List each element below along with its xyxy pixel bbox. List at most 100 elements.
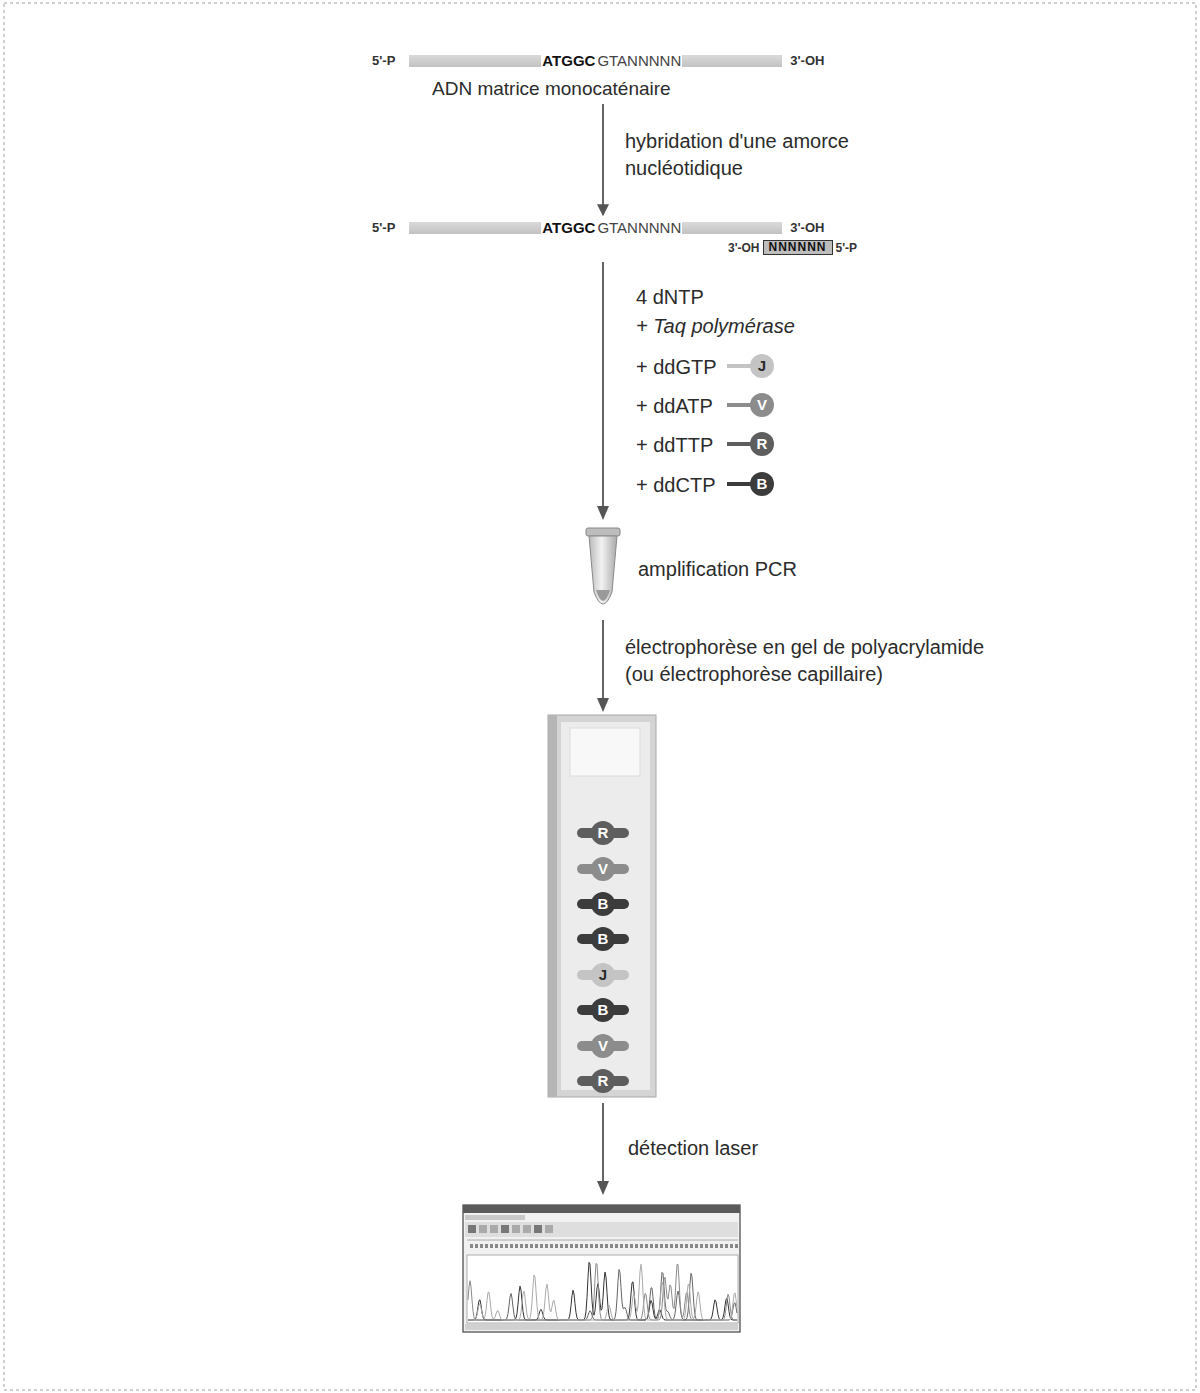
- flow-arrow: [602, 1103, 604, 1183]
- ruler: [467, 1240, 738, 1241]
- arrow-head: [597, 506, 609, 520]
- dye-letter: B: [598, 927, 609, 951]
- trace: [468, 1262, 737, 1320]
- tool-icon: [490, 1225, 498, 1233]
- base-mark: [635, 1244, 638, 1248]
- dna-band: ATGGCGTANNNNN: [409, 219, 782, 237]
- reagent-label: 4 dNTP: [636, 284, 704, 311]
- sequence: ATGGC: [541, 219, 596, 237]
- base-mark: [610, 1244, 613, 1248]
- tube-body: [589, 536, 617, 604]
- sequence: GTANNNNN: [596, 219, 682, 237]
- pcr-tube: [586, 528, 620, 604]
- step-label: hybridation d'une amorce nucléotidique: [625, 128, 855, 182]
- base-mark: [565, 1244, 568, 1248]
- tool-icon: [501, 1225, 509, 1233]
- base-mark: [505, 1244, 508, 1248]
- gel-band: B: [577, 892, 629, 916]
- dye-stem: [727, 482, 752, 486]
- tool-bar: [465, 1222, 738, 1237]
- base-mark: [650, 1244, 653, 1248]
- step-label: électrophorèse en gel de polyacrylamide …: [625, 634, 991, 688]
- band-dye: R: [591, 1069, 615, 1093]
- dye-circle: J: [750, 354, 774, 378]
- base-mark: [655, 1244, 658, 1248]
- strand-end: 3'-OH: [790, 219, 824, 237]
- base-mark: [680, 1244, 683, 1248]
- gel-band: R: [577, 1069, 629, 1093]
- reagent-label: + ddCTP: [636, 472, 715, 499]
- base-mark: [675, 1244, 678, 1248]
- primer-sequence: NNNNNN: [763, 240, 833, 255]
- base-mark: [620, 1244, 623, 1248]
- base-mark: [630, 1244, 633, 1248]
- strand-segment: [409, 222, 541, 234]
- dye-circle: V: [750, 393, 774, 417]
- strand-segment: [409, 55, 541, 67]
- base-mark: [685, 1244, 688, 1248]
- base-mark: [660, 1244, 663, 1248]
- electrophoresis-gel: [548, 715, 656, 1097]
- tool-icon: [512, 1225, 520, 1233]
- strand-end: 5'-P: [372, 52, 395, 70]
- base-mark: [605, 1244, 608, 1248]
- sequence: GTANNNNN: [596, 52, 682, 70]
- dye-letter: B: [598, 892, 609, 916]
- base-mark: [710, 1244, 713, 1248]
- window-frame: [463, 1205, 740, 1332]
- trace: [468, 1264, 737, 1320]
- dye-letter: R: [757, 432, 768, 456]
- base-mark: [735, 1244, 738, 1248]
- gel-well: [570, 728, 640, 776]
- dye-stem: [727, 403, 752, 407]
- base-mark: [560, 1244, 563, 1248]
- gel-band: B: [577, 998, 629, 1022]
- gel-band: R: [577, 821, 629, 845]
- tool-icon: [523, 1225, 531, 1233]
- band-dye: B: [591, 892, 615, 916]
- base-mark: [600, 1244, 603, 1248]
- dye-letter: J: [599, 963, 607, 987]
- base-mark: [570, 1244, 573, 1248]
- band-dye: J: [591, 963, 615, 987]
- hybridized-strand: 5'-PATGGCGTANNNNN3'-OH: [372, 219, 824, 237]
- trace: [468, 1270, 737, 1320]
- base-mark: [715, 1244, 718, 1248]
- base-mark: [640, 1244, 643, 1248]
- base-mark: [475, 1244, 478, 1248]
- dye-circle: B: [750, 472, 774, 496]
- base-mark: [670, 1244, 673, 1248]
- title-bar: [463, 1205, 740, 1213]
- dye-stem: [727, 442, 752, 446]
- dye-stem: [727, 364, 752, 368]
- base-mark: [625, 1244, 628, 1248]
- base-mark: [520, 1244, 523, 1248]
- reagent-label: + ddATP: [636, 393, 713, 420]
- gel-band: V: [577, 857, 629, 881]
- base-mark: [555, 1244, 558, 1248]
- base-mark: [510, 1244, 513, 1248]
- band-dye: V: [591, 857, 615, 881]
- flow-arrow: [602, 620, 604, 700]
- base-mark: [590, 1244, 593, 1248]
- tool-icon: [479, 1225, 487, 1233]
- base-mark: [480, 1244, 483, 1248]
- primer-row: 3'-OHNNNNNN5'-P: [728, 240, 857, 255]
- gel-slab: [561, 722, 650, 1090]
- tool-icon: [534, 1225, 542, 1233]
- template-strand: 5'-PATGGCGTANNNNN3'-OHADN matrice monoca…: [372, 52, 824, 100]
- base-mark: [490, 1244, 493, 1248]
- band-dye: V: [591, 1034, 615, 1058]
- base-mark: [485, 1244, 488, 1248]
- dye-letter: R: [598, 1069, 609, 1093]
- gel-band: J: [577, 963, 629, 987]
- strand-end: 3'-OH: [728, 241, 760, 255]
- flow-arrow: [602, 104, 604, 215]
- frame: [4, 3, 1196, 1390]
- base-mark: [585, 1244, 588, 1248]
- dye-letter: R: [598, 821, 609, 845]
- chromatogram: [467, 1225, 738, 1320]
- base-mark: [700, 1244, 703, 1248]
